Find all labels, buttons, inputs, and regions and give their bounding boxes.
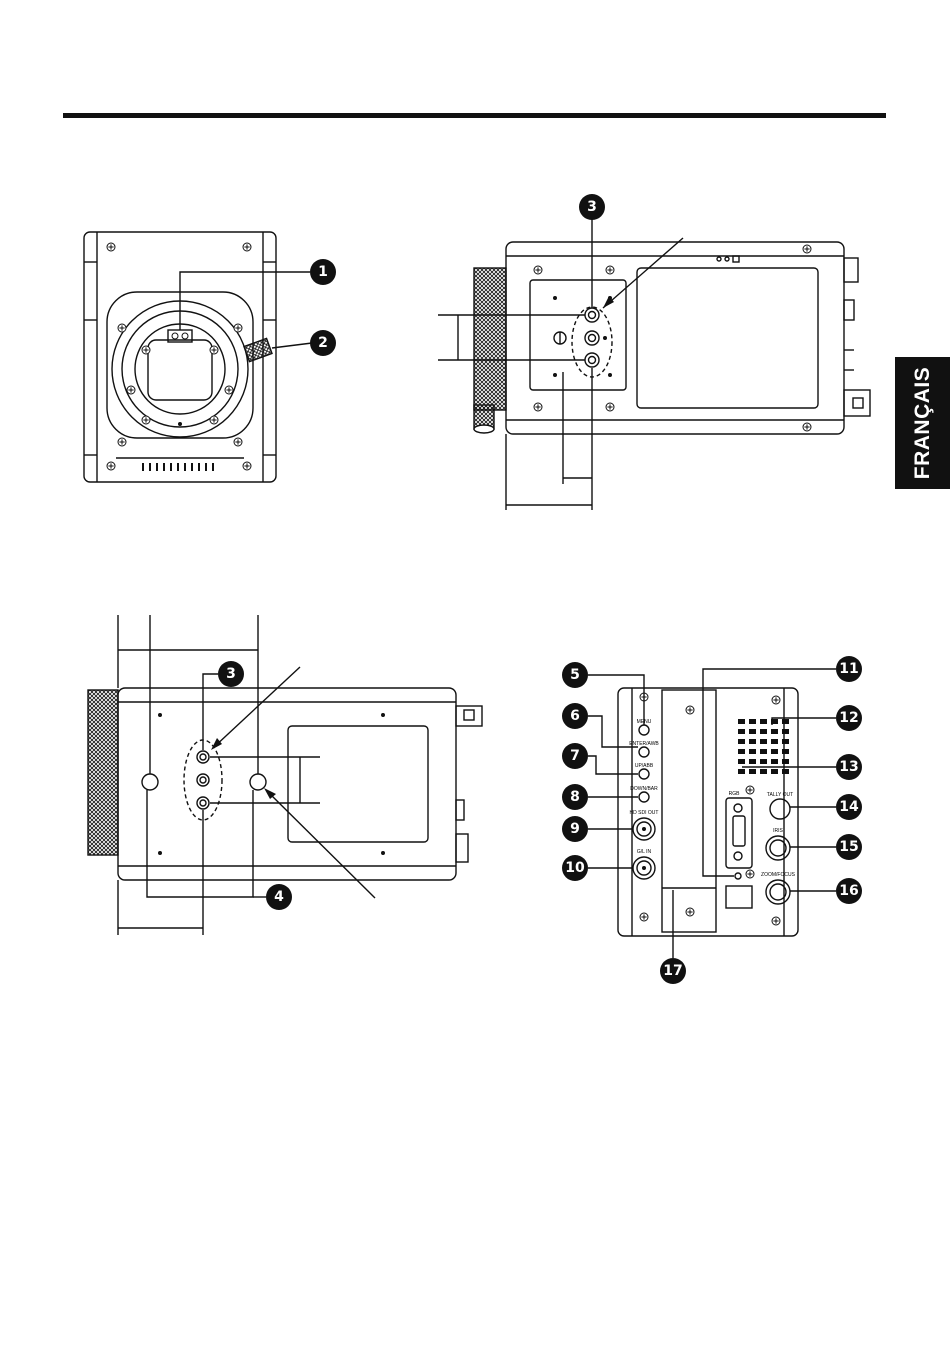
callout-12: 12 — [836, 705, 862, 731]
down-bar-label: DOWN/BAR — [630, 786, 658, 792]
screw-icon — [142, 416, 150, 424]
screw-icon — [640, 913, 648, 921]
callout-15: 15 — [836, 834, 862, 860]
screw-icon — [234, 324, 242, 332]
screw-icon — [534, 266, 542, 274]
callout-14: 14 — [836, 794, 862, 820]
enter-awb-label: ENTER/AWB — [629, 741, 659, 747]
svg-text:13: 13 — [839, 759, 858, 775]
screw-icon — [243, 243, 251, 251]
hd-sdi-out-label: HD SDI OUT — [630, 810, 659, 816]
callout-7: 7 — [562, 743, 588, 769]
svg-text:7: 7 — [570, 748, 580, 764]
front-view — [84, 232, 276, 482]
screw-icon — [118, 438, 126, 446]
callout-6: 6 — [562, 703, 588, 729]
screw-icon — [772, 917, 780, 925]
iris-label: IRIS — [773, 828, 783, 834]
svg-text:15: 15 — [839, 839, 858, 855]
screw-icon — [606, 403, 614, 411]
screw-icon — [686, 706, 694, 714]
svg-text:16: 16 — [839, 883, 858, 899]
svg-text:6: 6 — [570, 708, 580, 724]
screw-icon — [127, 386, 135, 394]
screw-icon — [243, 462, 251, 470]
rgb-label: RGB — [729, 791, 741, 797]
screw-icon — [803, 245, 811, 253]
screw-icon — [234, 438, 242, 446]
tally-out-label: TALLY OUT — [767, 792, 793, 798]
svg-text:4: 4 — [274, 889, 284, 905]
svg-text:14: 14 — [839, 799, 859, 815]
callout-3-bottom: 3 — [218, 661, 244, 687]
callout-4: 4 — [266, 884, 292, 910]
screw-icon — [803, 423, 811, 431]
callout-1: 1 — [310, 259, 336, 285]
callout-2: 2 — [310, 330, 336, 356]
svg-text:3: 3 — [226, 666, 236, 682]
callout-16: 16 — [836, 878, 862, 904]
screw-icon — [746, 786, 754, 794]
svg-text:17: 17 — [663, 963, 682, 979]
screw-icon — [746, 870, 754, 878]
vent-grille — [738, 719, 789, 774]
screw-icon — [210, 346, 218, 354]
callout-13: 13 — [836, 754, 862, 780]
svg-text:1: 1 — [318, 264, 328, 280]
svg-text:2: 2 — [318, 335, 328, 351]
callout-5: 5 — [562, 662, 588, 688]
callout-17: 17 — [660, 958, 686, 984]
svg-text:12: 12 — [839, 710, 858, 726]
screw-icon — [210, 416, 218, 424]
callout-11: 11 — [836, 656, 862, 682]
screw-icon — [772, 696, 780, 704]
screw-icon — [107, 462, 115, 470]
screw-icon — [686, 908, 694, 916]
svg-text:11: 11 — [839, 661, 858, 677]
callout-3: 3 — [579, 194, 605, 220]
side-view — [438, 242, 870, 510]
callout-9: 9 — [562, 816, 588, 842]
up-abb-label: UP/ABB — [635, 763, 654, 769]
gl-in-label: G/L IN — [637, 849, 652, 855]
svg-text:9: 9 — [570, 821, 580, 837]
callout-8: 8 — [562, 784, 588, 810]
callout-10: 10 — [562, 855, 588, 881]
screw-icon — [107, 243, 115, 251]
zoom-focus-label: ZOOM/FOCUS — [761, 872, 796, 878]
screw-icon — [534, 403, 542, 411]
svg-text:8: 8 — [570, 789, 580, 805]
screw-icon — [118, 324, 126, 332]
screw-icon — [606, 266, 614, 274]
svg-text:5: 5 — [570, 667, 580, 683]
screw-icon — [225, 386, 233, 394]
svg-text:10: 10 — [565, 860, 585, 876]
svg-text:3: 3 — [587, 199, 597, 215]
screw-icon — [142, 346, 150, 354]
